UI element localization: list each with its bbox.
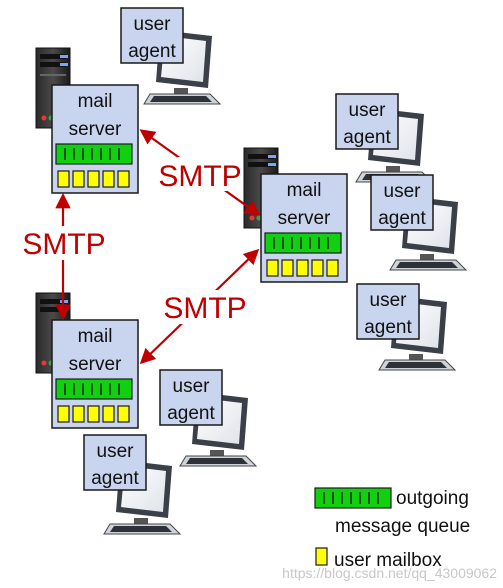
svg-text:mail: mail <box>78 91 113 112</box>
svg-text:mail: mail <box>287 180 322 201</box>
svg-text:server: server <box>69 354 122 375</box>
legend: outgoing message queue user mailbox <box>314 487 470 571</box>
user-agent-label: user agent <box>83 434 147 491</box>
legend-queue-label: outgoing <box>396 488 469 509</box>
svg-text:agent: agent <box>364 317 412 338</box>
svg-text:agent: agent <box>128 41 176 62</box>
user-agent-label: user agent <box>370 174 434 231</box>
outgoing-message-queue <box>55 143 133 165</box>
legend-mailbox-swatch <box>315 547 328 566</box>
user-agent-label: user agent <box>335 93 399 150</box>
svg-text:agent: agent <box>167 403 215 424</box>
user-agent-label: user agent <box>356 283 420 340</box>
legend-queue-swatch <box>314 487 392 509</box>
user-agent-label: user agent <box>120 7 184 64</box>
smtp-label-bottom: SMTP <box>163 292 246 325</box>
outgoing-message-queue <box>55 378 133 400</box>
mail-server-box: mail server <box>51 84 139 194</box>
svg-text:agent: agent <box>343 127 391 148</box>
user-mailboxes <box>266 259 339 277</box>
smtp-labels: SMTP SMTP SMTP <box>20 157 249 325</box>
svg-text:mail: mail <box>78 326 113 347</box>
mail-server-box: mail server <box>51 319 139 429</box>
user-agent-label: user agent <box>159 369 223 426</box>
watermark: https://blog.csdn.net/qq_43009062 <box>282 565 497 581</box>
svg-text:agent: agent <box>91 468 139 489</box>
svg-text:agent: agent <box>378 208 426 229</box>
svg-text:user: user <box>349 100 387 121</box>
svg-text:user: user <box>384 181 422 202</box>
smtp-label-top: SMTP <box>158 160 241 193</box>
outgoing-message-queue <box>264 232 342 254</box>
svg-text:user: user <box>134 14 172 35</box>
smtp-label-left: SMTP <box>22 228 105 261</box>
user-mailboxes <box>57 405 130 423</box>
svg-text:user: user <box>97 441 135 462</box>
legend-mailbox-label: user mailbox <box>334 550 442 571</box>
svg-text:user: user <box>173 376 211 397</box>
user-mailboxes <box>57 170 130 188</box>
svg-text:server: server <box>278 208 331 229</box>
mail-server-box: mail server <box>260 173 348 283</box>
legend-queue-label-2: message queue <box>335 516 470 537</box>
svg-text:server: server <box>69 119 122 140</box>
svg-text:user: user <box>370 290 408 311</box>
